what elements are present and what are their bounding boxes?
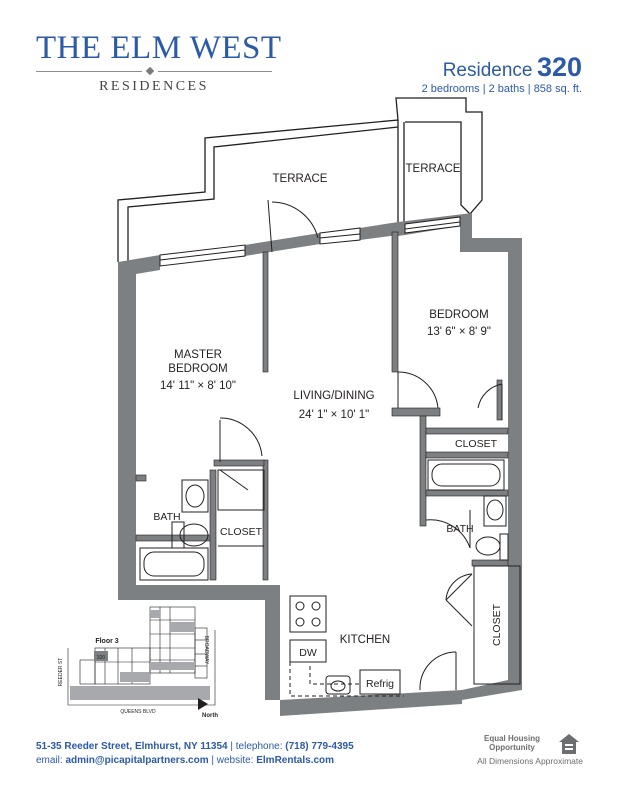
key-plan-north-label: North [202,713,218,719]
footer-telephone-label: telephone: [235,741,283,752]
equal-housing-icon [559,734,579,754]
living-dining-label: LIVING/DINING [293,390,374,402]
terrace-side-label: TERRACE [406,163,461,175]
kitchen-counter-outline [289,662,404,697]
footer-contact-line: email: admin@picapitalpartners.com | web… [36,755,335,766]
master-bedroom-label-1: MASTER [174,349,222,361]
equal-housing-text: Equal Housing Opportunity [470,734,554,752]
key-plan-street-bottom: QUEENS BLVD [120,709,156,715]
master-bedroom-label-2: BEDROOM [168,363,227,375]
refrigerator-label: Refrig [366,678,394,690]
brand-title: THE ELM WEST [36,30,282,66]
bedroom-label: BEDROOM [429,309,488,321]
key-plan-street-left: REEDER ST [58,658,64,687]
footer-telephone[interactable]: (718) 779-4395 [285,741,354,752]
kitchen-label: KITCHEN [340,634,390,646]
north-arrow-icon [198,698,208,710]
residence-specs: 2 bedrooms | 2 baths | 858 sq. ft. [421,83,582,95]
dimensions-note: All Dimensions Approximate [477,756,583,766]
fixtures [139,459,521,695]
master-bedroom-dims: 14' 11" × 8' 10" [160,380,236,392]
window-glazing [159,216,461,267]
brand-subtitle: RESIDENCES [99,79,209,94]
closet-right-label: CLOSET [491,603,503,646]
terrace-outline [117,97,483,262]
closet-left-label: CLOSET [220,526,263,538]
bath-left-label: BATH [153,511,180,523]
brand-divider-left [36,71,142,72]
exterior-walls [118,213,522,716]
brand-divider-right [158,71,272,72]
door-swings [219,199,503,691]
key-plan: 320 Floor 3 QUEENS BLVD REEDER ST BROADW… [58,606,218,719]
footer-website-link[interactable]: ElmRentals.com [256,755,335,766]
bedroom-dims: 13' 6" × 8' 9" [427,326,491,338]
closet-top-label: CLOSET [455,438,498,450]
equal-housing-line-2: Opportunity [489,743,535,752]
key-plan-street-right: BROADWAY [203,636,209,665]
bath-right-label: BATH [446,523,473,535]
key-plan-unit-label: 320 [97,655,106,661]
footer-email-label: email: [36,755,63,766]
footer-email-link[interactable]: admin@picapitalpartners.com [65,755,209,766]
terrace-main-label: TERRACE [273,173,328,185]
living-dining-dims: 24' 1" × 10' 1" [299,409,369,421]
interior-walls [135,231,509,581]
equal-housing-line-1: Equal Housing [484,734,540,743]
residence-label: Residence [442,60,533,81]
footer-website-label: website: [216,755,254,766]
footer-address-line: 51-35 Reeder Street, Elmhurst, NY 11354 … [36,741,354,752]
dishwasher-label: DW [299,647,317,659]
footer-address: 51-35 Reeder Street, Elmhurst, NY 11354 [36,741,228,752]
residence-title: Residence 320 [443,52,582,83]
key-plan-floor-label: Floor 3 [95,638,118,645]
residence-number: 320 [536,52,582,82]
